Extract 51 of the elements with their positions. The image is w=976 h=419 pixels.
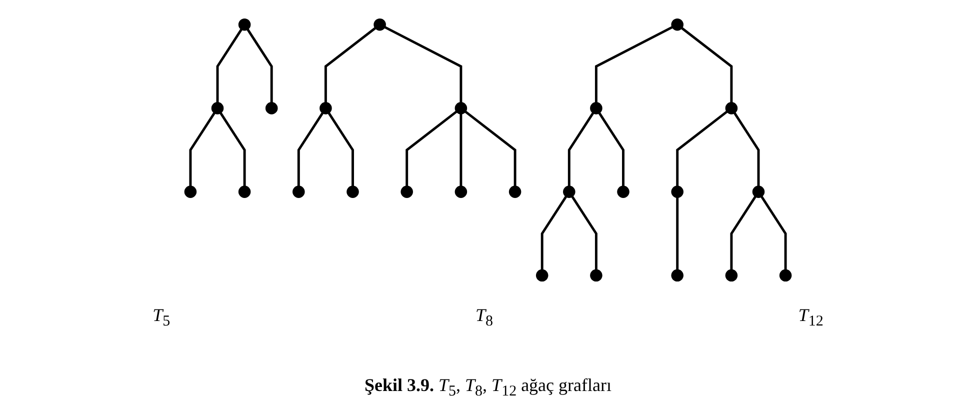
vertex-dot [508,186,522,198]
connector [189,112,216,187]
connector [297,112,324,187]
vertex-dot [454,186,468,198]
connector [760,195,787,270]
vertex-dot [671,18,684,31]
tree-label: T$_{12}$ [798,305,824,331]
vertex-dot [211,102,224,114]
connector [460,113,462,187]
connector [406,110,458,187]
vertex-dot [671,186,684,198]
connector [568,112,595,187]
vertex-dot [292,186,305,198]
vertex-dot [617,186,630,198]
connector [680,26,733,104]
connector [570,195,598,270]
vertex-dot [590,102,602,114]
vertex-dot [536,269,548,282]
vertex-dot [184,186,197,198]
connector [540,195,568,270]
connector [733,112,760,187]
vertex-dot [779,269,792,282]
vertex-dot [346,186,359,198]
vertex-dot [400,186,413,198]
vertex-dot [590,269,602,282]
connector [324,26,377,104]
vertex-dot [725,269,738,282]
vertex-dot [671,269,684,282]
figure-caption: Şekil 3.9. T$_{5}$, T$_{8}$, T$_{12}$ ağaç grafları [364,375,612,401]
vertex-dot [238,186,251,198]
connector [676,110,728,187]
connector [730,195,757,270]
tree-label: T$_{5}$ [152,305,170,331]
connector [594,26,674,104]
vertex-dot [320,102,332,114]
vertex-dot [238,18,251,31]
vertex-dot [725,102,738,114]
connector [676,196,679,270]
vertex-dot [454,102,468,114]
connector [464,110,516,187]
vertex-dot [752,186,765,198]
connector [216,28,243,104]
vertex-dot [265,102,278,114]
vertex-dot [374,18,386,31]
connector [327,112,354,187]
connector [246,28,273,104]
connector [219,112,246,187]
connector [384,26,462,104]
vertex-dot [563,186,576,198]
connector [598,112,624,187]
tree-label: T$_{8}$ [475,305,493,331]
